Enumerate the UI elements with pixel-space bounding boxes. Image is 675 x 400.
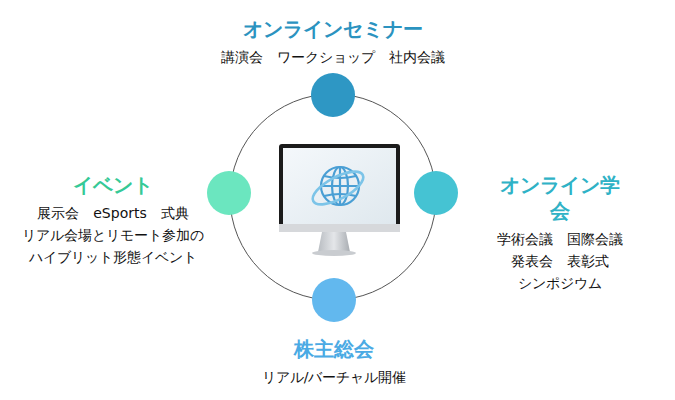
category-items: 講演会 ワークショップ 社内会議 xyxy=(221,46,445,68)
text-group: 株主総会リアル/バーチャル開催 xyxy=(262,336,407,388)
category-heading: オンライン学会 xyxy=(491,172,628,224)
category-items: リアル/バーチャル開催 xyxy=(262,366,407,388)
category-heading: オンラインセミナー xyxy=(221,16,445,42)
circle-shape xyxy=(311,73,355,117)
globe-icon xyxy=(308,165,368,211)
circle-shape xyxy=(414,171,458,215)
category-circle: オンライン学会学術会議 国際会議 発表会 表彰式 シンポジウム xyxy=(414,171,458,215)
category-items: 展示会 eSports 式典 リアル会場とリモート参加の ハイブリット形態イベン… xyxy=(16,202,209,268)
category-circle: イベント展示会 eSports 式典 リアル会場とリモート参加の ハイブリット形… xyxy=(207,171,251,215)
circle-shape xyxy=(207,171,251,215)
category-heading: イベント xyxy=(16,172,209,198)
monitor-icon xyxy=(279,144,400,256)
text-group: オンラインセミナー講演会 ワークショップ 社内会議 xyxy=(221,16,445,68)
category-items: 学術会議 国際会議 発表会 表彰式 シンポジウム xyxy=(491,228,628,294)
text-group: イベント展示会 eSports 式典 リアル会場とリモート参加の ハイブリット形… xyxy=(16,172,209,268)
circle-shape xyxy=(312,278,356,322)
text-group: オンライン学会学術会議 国際会議 発表会 表彰式 シンポジウム xyxy=(491,172,628,294)
category-circle: オンラインセミナー講演会 ワークショップ 社内会議 xyxy=(311,73,355,117)
ring xyxy=(230,94,436,300)
category-heading: 株主総会 xyxy=(262,336,407,362)
category-circle: 株主総会リアル/バーチャル開催 xyxy=(312,278,356,322)
